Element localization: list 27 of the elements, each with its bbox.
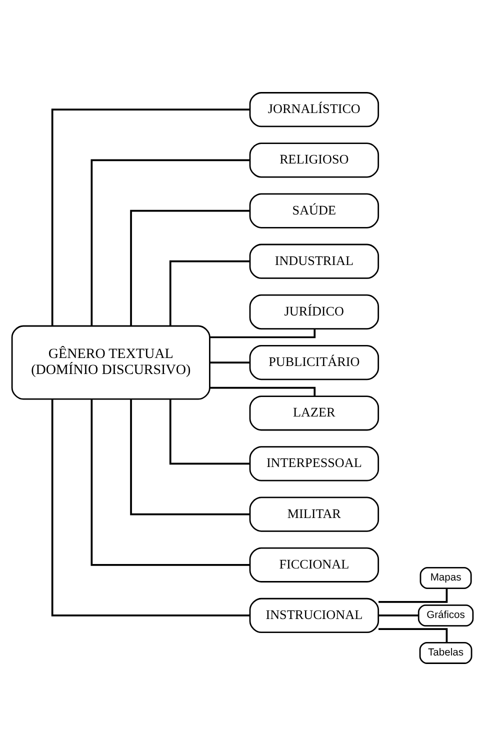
- node-box: GÊNERO TEXTUAL (DOMÍNIO DISCURSIVO): [11, 325, 210, 400]
- connector: [51, 108, 250, 326]
- connector: [210, 386, 316, 396]
- node-box: MILITAR: [249, 496, 380, 532]
- connector: [210, 362, 250, 364]
- node-box: JURÍDICO: [249, 294, 380, 330]
- connector: [378, 614, 418, 616]
- node-box: RELIGIOSO: [249, 142, 380, 178]
- node-box: JORNALÍSTICO: [249, 92, 380, 128]
- connector: [169, 399, 250, 465]
- connector: [130, 399, 250, 516]
- connector: [210, 328, 316, 338]
- connector: [130, 210, 250, 326]
- node-box: SAÚDE: [249, 193, 380, 228]
- connector: [169, 260, 250, 326]
- connector: [51, 399, 250, 616]
- node-box: LAZER: [249, 396, 380, 431]
- node-box: Mapas: [420, 567, 472, 590]
- connector: [90, 159, 250, 326]
- connector: [90, 399, 250, 566]
- node-box: INDUSTRIAL: [249, 244, 380, 279]
- node-box: INTERPESSOAL: [249, 446, 380, 482]
- node-box: Tabelas: [419, 642, 472, 664]
- node-box: PUBLICITÁRIO: [249, 344, 380, 380]
- node-box: Gráficos: [418, 604, 474, 626]
- node-box: FICCIONAL: [249, 547, 380, 582]
- node-box: INSTRUCIONAL: [249, 598, 380, 634]
